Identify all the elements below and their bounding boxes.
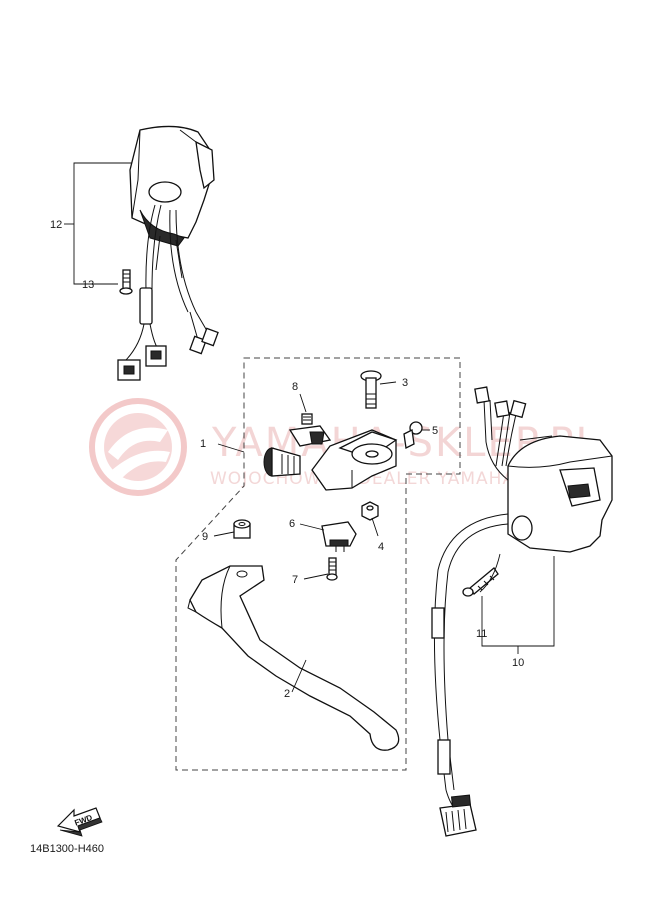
callout-11: 11	[476, 628, 487, 640]
diagram-code: 14B1300-H460	[30, 843, 104, 855]
callout-3: 3	[402, 377, 408, 389]
left-switch-connector-b	[145, 345, 167, 367]
collar-9	[233, 519, 251, 539]
screw-13	[119, 269, 133, 295]
leader-lines	[213, 381, 430, 693]
bracket-12-13	[73, 162, 132, 285]
right-switch-connector	[439, 794, 477, 837]
callout-13: 13	[82, 279, 94, 291]
bolt-3	[360, 370, 382, 409]
right-switch-wires	[431, 386, 527, 811]
screw-5	[403, 421, 423, 449]
switch-6	[321, 521, 357, 552]
callout-5: 5	[432, 425, 438, 437]
fwd-arrow-icon: FWD	[56, 807, 103, 837]
callout-9: 9	[202, 531, 208, 543]
left-switch-connector-c	[189, 327, 219, 355]
callout-2: 2	[284, 688, 290, 700]
screw-8	[301, 413, 313, 425]
brake-lever-2	[187, 565, 400, 751]
screw-7	[326, 557, 338, 581]
left-switch-connector-a	[117, 359, 141, 381]
screw-11	[462, 567, 499, 597]
callouts: 1 2 3 4 5 6 7 8 9 10 11 12 13	[50, 219, 524, 700]
nut-4	[361, 501, 379, 521]
callout-12: 12	[50, 219, 62, 231]
lever-holder	[311, 429, 398, 491]
adjuster-knob	[263, 447, 301, 477]
right-handlebar-switch-10	[507, 435, 613, 553]
bracket-clip	[288, 425, 332, 447]
callout-4: 4	[378, 541, 384, 553]
callout-6: 6	[289, 518, 295, 530]
callout-8: 8	[292, 381, 298, 393]
callout-1: 1	[200, 438, 206, 450]
left-handlebar-switch-12	[117, 125, 219, 381]
callout-7: 7	[292, 574, 298, 586]
assembly-group-outline	[175, 357, 461, 771]
callout-10: 10	[512, 657, 524, 669]
watermark-logo	[89, 398, 187, 496]
